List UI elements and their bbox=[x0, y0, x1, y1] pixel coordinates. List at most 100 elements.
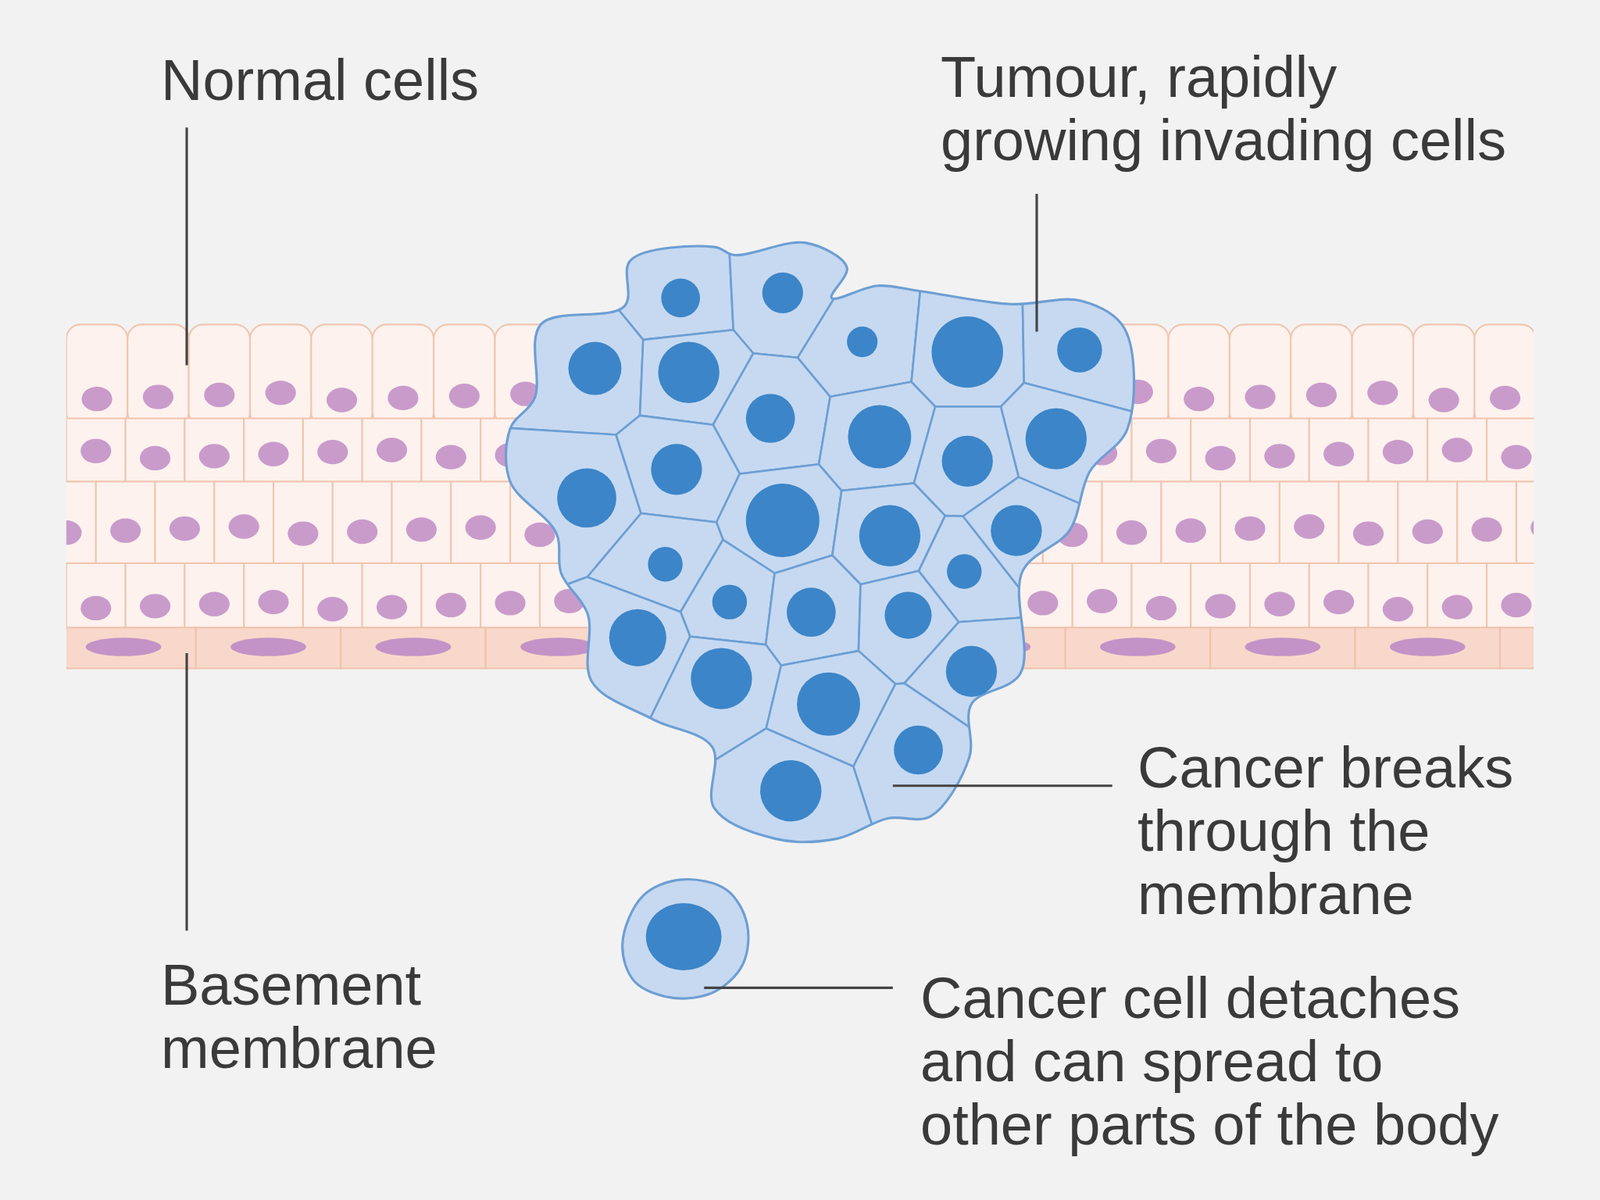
normal-tissue bbox=[66, 324, 1534, 668]
tumour-nucleus bbox=[647, 546, 683, 582]
normal-cell bbox=[1102, 481, 1162, 563]
normal-nucleus bbox=[1442, 594, 1473, 619]
leader-line bbox=[185, 127, 188, 365]
normal-cell bbox=[421, 563, 481, 630]
tumour-nucleus bbox=[990, 505, 1042, 557]
normal-cell bbox=[125, 418, 186, 483]
normal-cell bbox=[1427, 418, 1487, 483]
normal-cell bbox=[450, 481, 511, 563]
membrane-nucleus bbox=[1389, 637, 1466, 657]
normal-nucleus bbox=[110, 518, 141, 543]
normal-nucleus bbox=[1428, 387, 1460, 412]
normal-cell bbox=[1413, 324, 1475, 427]
membrane-cell bbox=[1210, 627, 1355, 668]
membrane-cell bbox=[1065, 627, 1211, 668]
normal-nucleus bbox=[1146, 439, 1177, 464]
detached-cell-body bbox=[622, 879, 749, 1000]
normal-cell bbox=[155, 481, 215, 563]
normal-nucleus bbox=[1306, 382, 1337, 408]
normal-cell bbox=[250, 324, 311, 427]
normal-nucleus bbox=[1244, 384, 1275, 409]
normal-nucleus bbox=[449, 383, 480, 408]
tumour-nucleus bbox=[568, 342, 622, 396]
membrane-cell bbox=[1500, 627, 1534, 668]
normal-cell bbox=[1160, 481, 1221, 563]
normal-cell bbox=[214, 481, 274, 563]
normal-cell bbox=[392, 481, 452, 563]
normal-nucleus bbox=[203, 382, 235, 408]
callout-label: Normal cells bbox=[160, 48, 755, 112]
tumour-cell bbox=[680, 539, 775, 645]
tumour-cell bbox=[797, 224, 927, 397]
leader-line bbox=[892, 784, 1113, 787]
normal-nucleus bbox=[257, 442, 289, 467]
normal-nucleus bbox=[435, 444, 467, 469]
tumour-cell bbox=[479, 224, 643, 435]
normal-nucleus bbox=[1175, 518, 1207, 543]
leader-line bbox=[703, 986, 893, 990]
normal-cell bbox=[1131, 418, 1191, 483]
tumour-nucleus bbox=[1025, 407, 1087, 469]
normal-nucleus bbox=[1382, 596, 1414, 622]
normal-nucleus bbox=[1234, 516, 1265, 541]
tumour-nucleus bbox=[884, 592, 932, 640]
tumour-nucleus bbox=[946, 646, 997, 697]
tumour-outline bbox=[506, 242, 1135, 842]
membrane-nucleus bbox=[1244, 637, 1321, 657]
normal-nucleus bbox=[1264, 443, 1295, 468]
normal-nucleus bbox=[387, 385, 418, 411]
tumour-nucleus bbox=[650, 443, 702, 495]
normal-nucleus bbox=[1323, 589, 1354, 615]
normal-cell bbox=[184, 418, 244, 483]
normal-nucleus bbox=[80, 439, 111, 464]
normal-cell bbox=[66, 418, 126, 483]
tumour-cells bbox=[479, 224, 1154, 868]
normal-cell bbox=[1474, 324, 1534, 427]
normal-cell bbox=[1279, 481, 1340, 563]
normal-cell bbox=[1229, 324, 1291, 427]
tumour-nucleus bbox=[746, 393, 796, 443]
tumour-nucleus bbox=[946, 553, 982, 589]
normal-cell bbox=[1368, 418, 1429, 483]
normal-nucleus bbox=[1205, 593, 1236, 618]
normal-nucleus bbox=[317, 439, 348, 465]
normal-cell bbox=[1352, 324, 1414, 427]
leader-line bbox=[185, 653, 188, 931]
normal-nucleus bbox=[406, 517, 437, 542]
normal-cell bbox=[1457, 481, 1517, 563]
normal-nucleus bbox=[1293, 514, 1325, 539]
callout-label: Basement membrane bbox=[160, 953, 458, 1080]
normal-cell bbox=[273, 481, 333, 563]
normal-nucleus bbox=[80, 596, 111, 621]
tumour-nucleus bbox=[690, 647, 752, 709]
tumour-cell bbox=[853, 683, 1154, 868]
cell-row bbox=[66, 481, 1534, 563]
normal-nucleus bbox=[317, 596, 348, 622]
normal-cell bbox=[189, 324, 250, 427]
normal-nucleus bbox=[326, 387, 358, 412]
tumour-nucleus bbox=[942, 435, 993, 487]
normal-cell bbox=[66, 563, 126, 630]
normal-cell bbox=[243, 563, 304, 630]
tumour-nucleus bbox=[859, 505, 921, 567]
membrane-nucleus bbox=[375, 637, 452, 657]
normal-nucleus bbox=[265, 380, 297, 405]
normal-nucleus bbox=[199, 443, 230, 468]
normal-cell bbox=[1250, 563, 1310, 630]
membrane-cell bbox=[196, 627, 341, 668]
tumour-nucleus bbox=[846, 326, 878, 358]
normal-cell bbox=[184, 563, 244, 630]
normal-nucleus bbox=[465, 515, 497, 540]
normal-cell bbox=[1072, 563, 1133, 630]
normal-nucleus bbox=[287, 521, 318, 546]
normal-nucleus bbox=[1489, 385, 1521, 411]
tumour-nucleus bbox=[557, 468, 617, 529]
normal-cell bbox=[1309, 418, 1369, 483]
tumour-nucleus bbox=[760, 760, 822, 822]
tumour-cell bbox=[911, 224, 1025, 407]
normal-cell bbox=[1168, 324, 1230, 427]
normal-cell bbox=[66, 481, 97, 563]
normal-nucleus bbox=[1323, 442, 1354, 467]
normal-nucleus bbox=[1500, 444, 1532, 469]
normal-cell bbox=[362, 418, 422, 483]
